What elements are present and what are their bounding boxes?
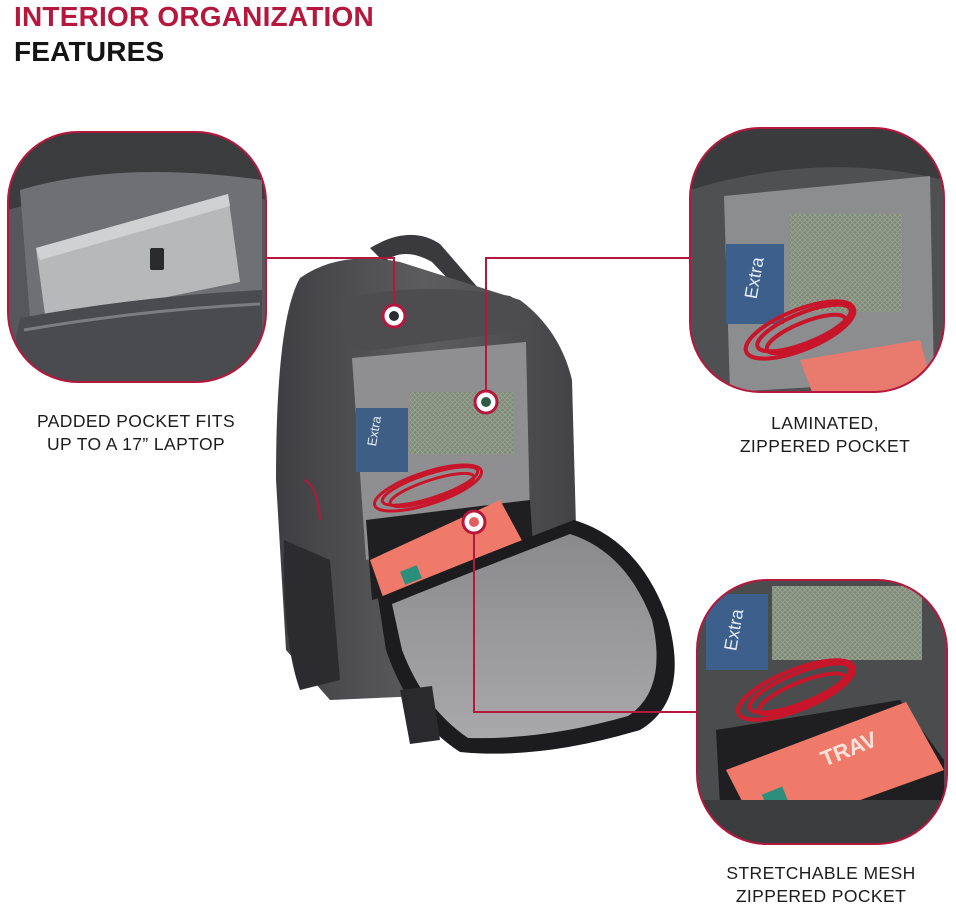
caption-line: UP TO A 17” LAPTOP — [46, 434, 226, 454]
caption-laminated-pocket: LAMINATED, ZIPPERED POCKET — [720, 412, 930, 458]
caption-line: LAMINATED, — [771, 413, 879, 433]
title-line-2: FEATURES — [14, 36, 165, 67]
hotspot-marker-laptop — [381, 303, 407, 329]
gum-pack-label: Extra — [364, 414, 384, 447]
caption-line: STRETCHABLE MESH — [726, 863, 916, 883]
caption-line: ZIPPERED POCKET — [735, 886, 907, 906]
caption-laptop-pocket: PADDED POCKET FITS UP TO A 17” LAPTOP — [18, 410, 254, 456]
callout-image-mesh: Extra TRAV — [696, 579, 948, 845]
caption-mesh-pocket: STRETCHABLE MESH ZIPPERED POCKET — [706, 862, 936, 908]
callout-image-laptop — [7, 131, 267, 383]
laptop — [36, 194, 240, 322]
callout-image-laminated: Extra — [689, 127, 945, 393]
red-cable — [373, 463, 483, 513]
hotspot-marker-mesh — [461, 509, 487, 535]
strap-right — [370, 234, 480, 300]
caption-line: ZIPPERED POCKET — [739, 436, 911, 456]
title-line-1: INTERIOR ORGANIZATION — [14, 1, 374, 32]
hotspot-marker-laminated — [473, 389, 499, 415]
connector-lines — [266, 257, 697, 713]
backpack-main: Extra — [276, 234, 675, 754]
caption-line: PADDED POCKET FITS — [36, 411, 236, 431]
